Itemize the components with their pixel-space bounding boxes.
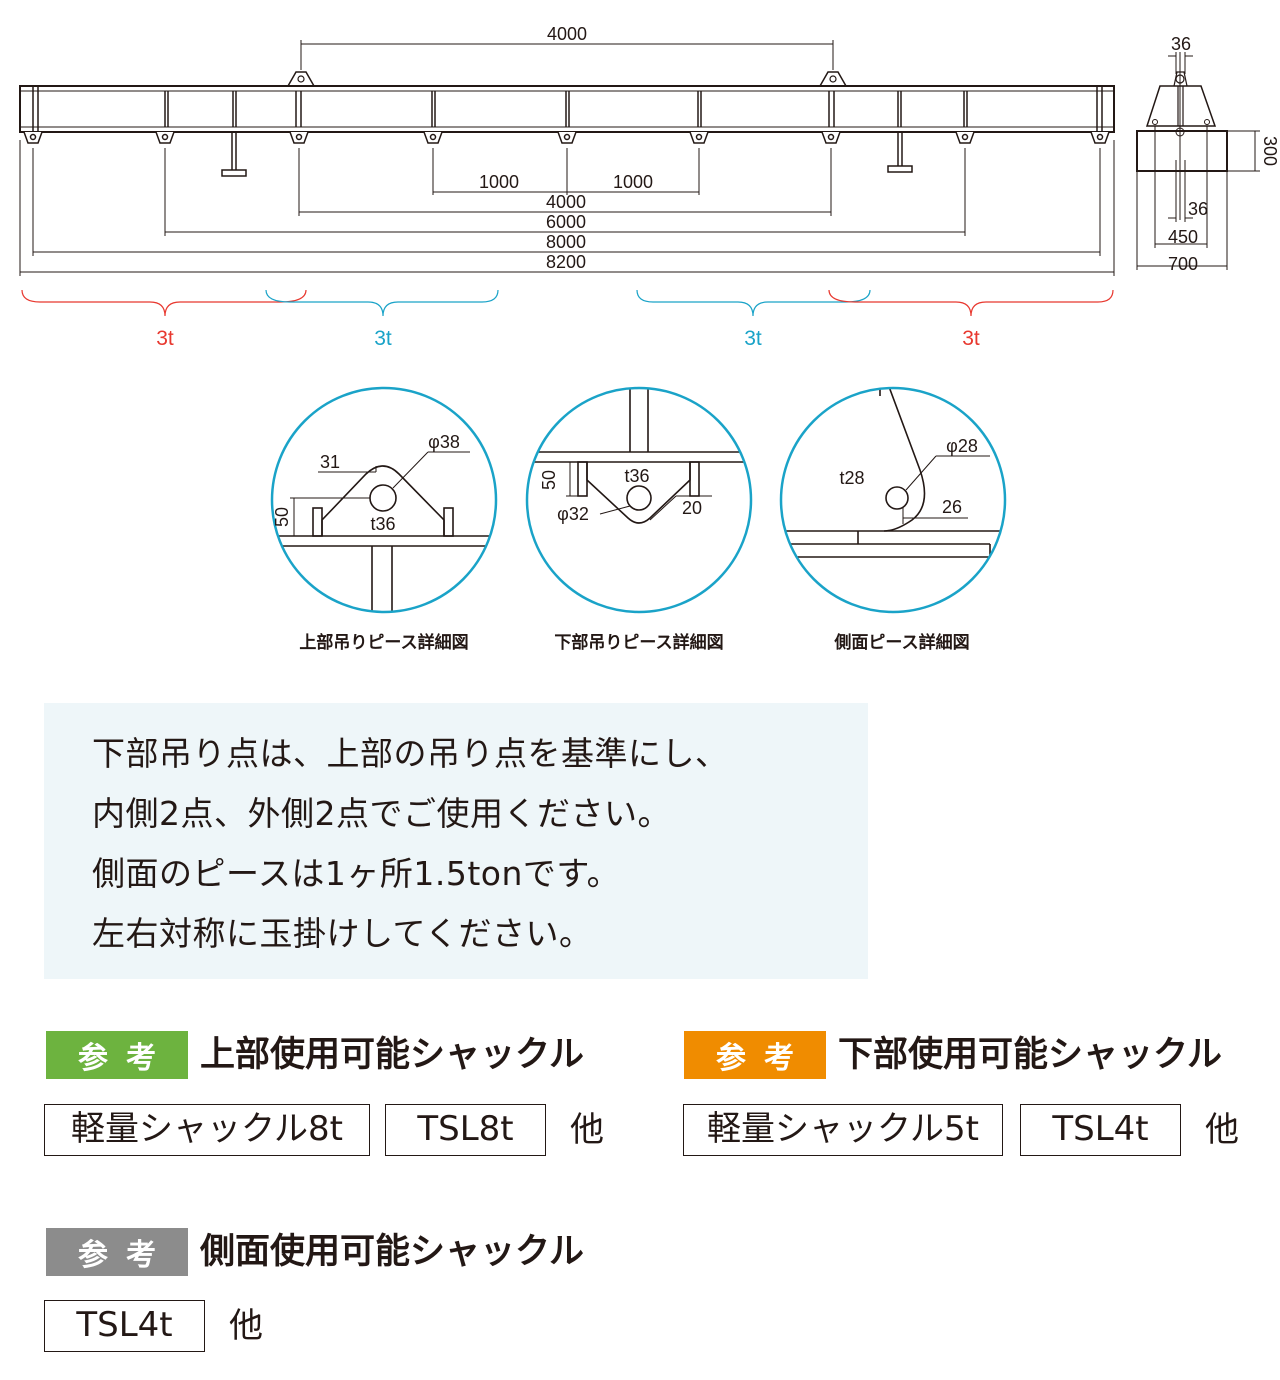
detail-lower-lug: 50 t36 φ32 20 下部吊りピース詳細図: [525, 386, 753, 653]
caption-side-detail: 側面ピース詳細図: [833, 632, 969, 653]
load-brace-4: [828, 289, 1114, 317]
note-line-4: 左右対称に玉掛けしてください。: [92, 914, 593, 953]
lower-dim-50: 50: [539, 470, 559, 490]
load-brace-2: [265, 289, 499, 317]
dim-label-top-4000: 4000: [547, 24, 587, 44]
dim-label-4000: 4000: [546, 192, 586, 212]
shackle-item: TSL8t: [385, 1104, 546, 1156]
caption-lower-detail: 下部吊りピース詳細図: [554, 632, 723, 653]
shackle-item: TSL4t: [44, 1300, 205, 1352]
load-zone-label-4: 3t: [962, 327, 980, 350]
etc-label: 他: [229, 1306, 263, 1346]
detail-side-piece: t28 φ28 26 側面ピース詳細図: [779, 386, 1007, 653]
upper-dim-50: 50: [272, 507, 292, 527]
shackle-item: 軽量シャックル8t: [44, 1104, 370, 1156]
note-line-1: 下部吊り点は、上部の吊り点を基準にし、: [92, 734, 729, 773]
load-zone-label-3: 3t: [744, 327, 762, 350]
note-line-3: 側面のピースは1ヶ所1.5tonです。: [92, 854, 621, 893]
usage-notes-panel: 下部吊り点は、上部の吊り点を基準にし、 内側2点、外側2点でご使用ください。 側…: [44, 703, 868, 979]
load-zone-label-2: 3t: [374, 327, 392, 350]
shackle-item: 軽量シャックル5t: [683, 1104, 1003, 1156]
dim-top-4000: 4000: [300, 24, 834, 70]
upper-dim-31: 31: [320, 452, 340, 472]
upper-dim-t36: t36: [370, 514, 395, 534]
top-lug-left: [286, 71, 316, 87]
detail-circle-side: [779, 386, 1007, 614]
etc-label: 他: [1205, 1110, 1239, 1150]
reference-title: 側面使用可能シャックル: [200, 1232, 584, 1272]
side-dim-700: 700: [1168, 254, 1198, 274]
side-view: [1136, 52, 1260, 270]
lower-dim-t36: t36: [624, 466, 649, 486]
load-brace-3: [636, 289, 871, 317]
dim-label-1000-left: 1000: [479, 172, 519, 192]
reference-side-shackle: 参考 側面使用可能シャックル: [46, 1228, 646, 1276]
caption-upper-detail: 上部吊りピース詳細図: [299, 632, 468, 653]
detail-circle-upper: [270, 386, 498, 614]
detail-upper-lug: 31 φ38 50 t36 上部吊りピース詳細図: [270, 386, 498, 653]
lower-dim-phi32: φ32: [557, 504, 589, 524]
shackle-item: TSL4t: [1020, 1104, 1181, 1156]
etc-label: 他: [570, 1110, 604, 1150]
side-dim-36-bottom: 36: [1188, 199, 1208, 219]
side-dim-26: 26: [942, 497, 962, 517]
top-lug-right: [818, 71, 848, 87]
upper-dim-phi38: φ38: [428, 432, 460, 452]
reference-title: 下部使用可能シャックル: [838, 1035, 1222, 1075]
reference-badge: 参考: [684, 1031, 826, 1079]
lower-dim-20: 20: [682, 498, 702, 518]
side-dim-t28: t28: [839, 468, 864, 488]
side-dim-36-top: 36: [1171, 34, 1191, 54]
dim-label-1000-right: 1000: [613, 172, 653, 192]
reference-badge: 参考: [46, 1031, 188, 1079]
reference-upper-shackle: 参考 上部使用可能シャックル: [46, 1031, 646, 1079]
dim-chain-bottom: [19, 140, 1115, 276]
technical-drawing: 4000 1000 1000 4000 6000 8000 8200: [19, 24, 1280, 653]
detail-circle-lower: [525, 386, 753, 614]
reference-badge: 参考: [46, 1228, 188, 1276]
reference-title: 上部使用可能シャックル: [200, 1035, 584, 1075]
note-line-2: 内側2点、外側2点でご使用ください。: [92, 794, 671, 833]
load-brace-1: [21, 289, 307, 317]
load-zone-label-1: 3t: [156, 327, 174, 350]
dim-label-6000: 6000: [546, 212, 586, 232]
side-dim-300: 300: [1260, 136, 1280, 166]
dim-label-8000: 8000: [546, 232, 586, 252]
side-dim-phi28: φ28: [946, 436, 978, 456]
side-dim-450: 450: [1168, 227, 1198, 247]
beam-elevation: [19, 71, 1115, 177]
dim-label-8200: 8200: [546, 252, 586, 272]
reference-lower-shackle: 参考 下部使用可能シャックル: [684, 1031, 1274, 1079]
